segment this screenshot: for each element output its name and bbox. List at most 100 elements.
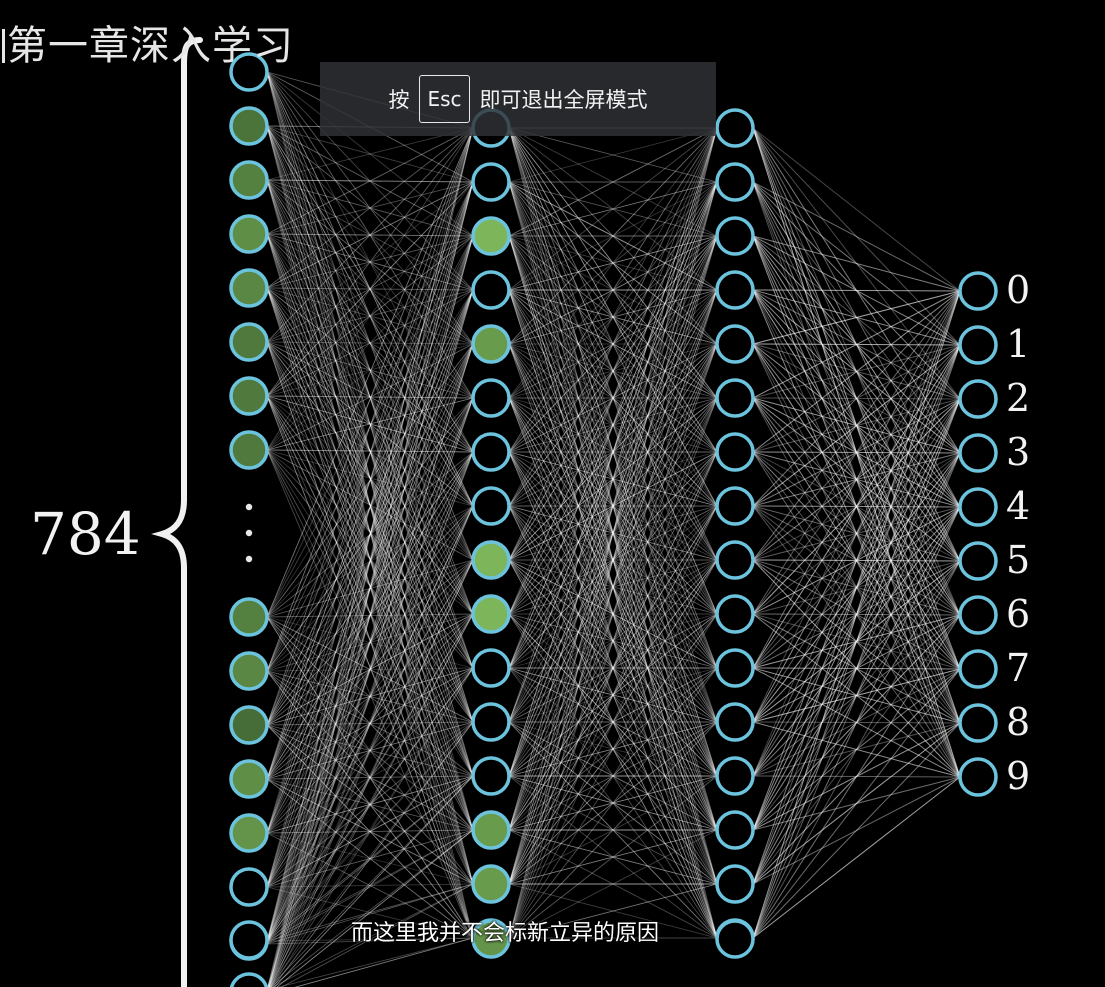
connection-line xyxy=(508,775,718,939)
connection-line xyxy=(266,616,474,885)
connection-line xyxy=(266,397,474,834)
connection-line xyxy=(266,127,474,942)
output-digit-label: 0 xyxy=(1006,268,1031,312)
esc-key-badge: Esc xyxy=(419,75,470,123)
connection-line xyxy=(266,71,474,345)
connection-line xyxy=(266,179,474,561)
connection-line xyxy=(508,559,718,939)
hidden1-neuron xyxy=(471,270,511,310)
connection-line xyxy=(752,506,961,831)
connection-line xyxy=(267,235,474,987)
connection-line xyxy=(266,341,474,885)
connection-line xyxy=(270,559,474,987)
connection-line xyxy=(508,289,718,345)
connection-line xyxy=(268,721,474,987)
connection-line xyxy=(508,127,718,669)
connection-line xyxy=(266,721,474,888)
connection-line xyxy=(266,343,474,451)
connection-line xyxy=(266,343,474,834)
connection-line xyxy=(266,341,474,615)
connection-line xyxy=(508,451,718,939)
connection-line xyxy=(266,449,474,669)
connection-line xyxy=(266,829,474,834)
input-neuron xyxy=(229,597,269,637)
connection-line xyxy=(266,125,474,291)
output-digit-label: 6 xyxy=(1006,592,1031,636)
connection-line xyxy=(266,235,474,888)
connection-line xyxy=(266,233,474,885)
connection-line xyxy=(266,395,474,723)
connection-line xyxy=(266,505,474,780)
connection-line xyxy=(266,559,474,726)
connection-line xyxy=(266,287,474,345)
connection-line xyxy=(271,883,474,987)
output-neuron xyxy=(958,703,998,743)
output-neuron xyxy=(958,757,998,797)
input-neuron xyxy=(229,813,269,853)
connection-line xyxy=(266,233,474,615)
connection-line xyxy=(266,397,474,451)
output-digit-label: 7 xyxy=(1006,646,1031,690)
output-digit-label: 4 xyxy=(1006,484,1031,528)
connection-line xyxy=(508,397,718,885)
connection-line xyxy=(508,181,718,669)
connection-line xyxy=(752,290,961,345)
connection-line xyxy=(266,289,474,618)
connection-line xyxy=(266,289,474,945)
connection-line xyxy=(508,235,718,777)
hidden2-neuron xyxy=(715,540,755,580)
connection-line xyxy=(266,395,474,453)
connection-line xyxy=(266,343,474,726)
hidden1-neuron xyxy=(471,594,511,634)
output-digit-label: 3 xyxy=(1006,430,1031,474)
connection-line xyxy=(266,451,474,888)
connection-line xyxy=(266,127,474,945)
connection-line xyxy=(266,451,474,945)
connection-line xyxy=(266,559,474,888)
connection-line xyxy=(266,670,474,777)
connection-line xyxy=(508,235,718,885)
connection-line xyxy=(508,181,718,453)
connection-line xyxy=(266,179,474,723)
hidden2-neuron xyxy=(715,378,755,418)
connection-line xyxy=(266,287,474,561)
input-neuron xyxy=(229,52,269,92)
connection-line xyxy=(266,287,474,615)
connection-line xyxy=(266,341,474,831)
connection-line xyxy=(266,127,474,834)
connection-line xyxy=(266,181,474,451)
hidden1-neuron xyxy=(471,324,511,364)
connection-line xyxy=(268,181,474,987)
connection-line xyxy=(269,775,474,987)
input-neuron xyxy=(229,376,269,416)
connection-line xyxy=(266,775,474,834)
hidden1-neuron xyxy=(471,702,511,742)
connection-line xyxy=(752,290,961,561)
input-layer-brace xyxy=(151,37,203,987)
connection-line xyxy=(508,127,718,291)
connection-line xyxy=(266,179,474,939)
connection-line xyxy=(266,71,474,453)
connection-line xyxy=(508,235,718,507)
connection-line xyxy=(266,613,474,726)
ellipsis-dot xyxy=(245,555,253,563)
input-neuron xyxy=(229,430,269,470)
connection-line xyxy=(266,179,474,507)
connection-line xyxy=(752,398,961,507)
connection-line xyxy=(752,452,961,939)
connection-line xyxy=(508,343,718,885)
connection-line xyxy=(508,127,718,723)
hidden1-neuron xyxy=(471,540,511,580)
ellipsis-dot xyxy=(245,529,253,537)
connection-line xyxy=(266,181,474,780)
connection-line xyxy=(266,181,474,672)
connection-line xyxy=(266,287,474,507)
connection-line xyxy=(266,287,474,939)
connection-line xyxy=(266,829,474,945)
connection-line xyxy=(266,449,474,453)
connection-line xyxy=(508,127,718,507)
hint-suffix: 即可退出全屏模式 xyxy=(479,88,648,112)
connection-line xyxy=(266,395,474,507)
